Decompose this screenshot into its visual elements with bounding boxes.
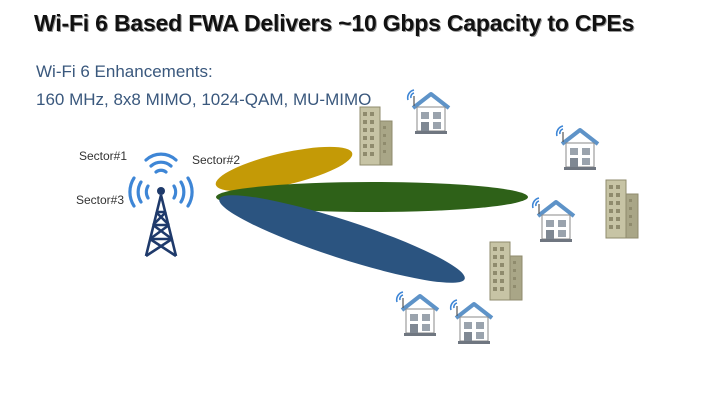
house-cpe-icon [530,196,576,244]
house-cpe-icon [448,298,494,346]
sector-2-beam [216,182,528,212]
sector-3-label: Sector#3 [76,193,125,207]
enhancements-list: 160 MHz, 8x8 MIMO, 1024-QAM, MU-MIMO [36,90,372,109]
cell-tower-icon [128,152,194,258]
office-building-icon [489,241,523,301]
sector-1-beam [215,146,353,192]
office-building-icon [605,179,639,239]
house-cpe-icon [554,124,600,172]
enhancements-heading: Wi-Fi 6 Enhancements: [36,62,213,81]
office-building-icon [359,106,393,166]
enhancements-text: Wi-Fi 6 Enhancements: 160 MHz, 8x8 MIMO,… [36,58,456,114]
sector-3-beam [219,195,465,283]
slide-title: Wi-Fi 6 Based FWA Delivers ~10 Gbps Capa… [34,10,635,36]
sector-2-label: Sector#2 [192,153,241,167]
house-cpe-icon [394,290,440,338]
sector-1-label: Sector#1 [79,149,128,163]
